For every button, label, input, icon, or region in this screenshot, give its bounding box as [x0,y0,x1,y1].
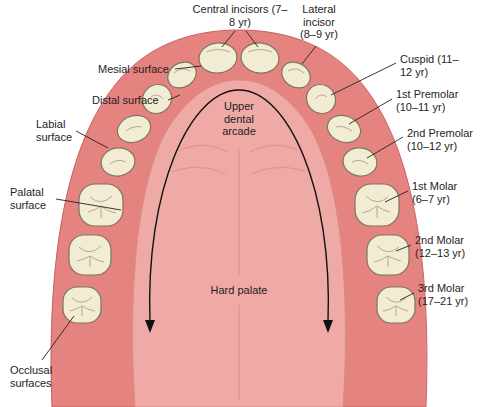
part-label: 2nd Molar (12–13 yr) [415,234,481,259]
arcade-arrow [145,90,333,333]
part-label: Labial surface [36,118,82,143]
part-label: Upper dental arcade [212,100,266,138]
part-label: Hard palate [199,284,279,297]
part-label: Distal surface [92,94,182,107]
part-label: 1st Molar (6–7 yr) [412,180,474,205]
part-label: 1st Premolar (10–11 yr) [396,88,472,113]
leader-lines [42,31,414,360]
part-label: Occlusal surfaces [10,364,66,389]
part-label: 2nd Premolar (10–12 yr) [407,127,483,152]
gum-outline [51,30,427,407]
part-label: Cuspid (11–12 yr) [400,53,462,78]
part-label: 3rd Molar (17–21 yr) [418,282,484,307]
hard-palate [133,80,346,407]
part-label: Palatal surface [10,186,56,211]
part-label: Central incisors (7–8 yr) [192,3,288,28]
part-label: Mesial surface [98,63,188,76]
palatal-rugae [172,145,306,400]
part-label: Lateral incisor (8–9 yr) [295,3,343,41]
